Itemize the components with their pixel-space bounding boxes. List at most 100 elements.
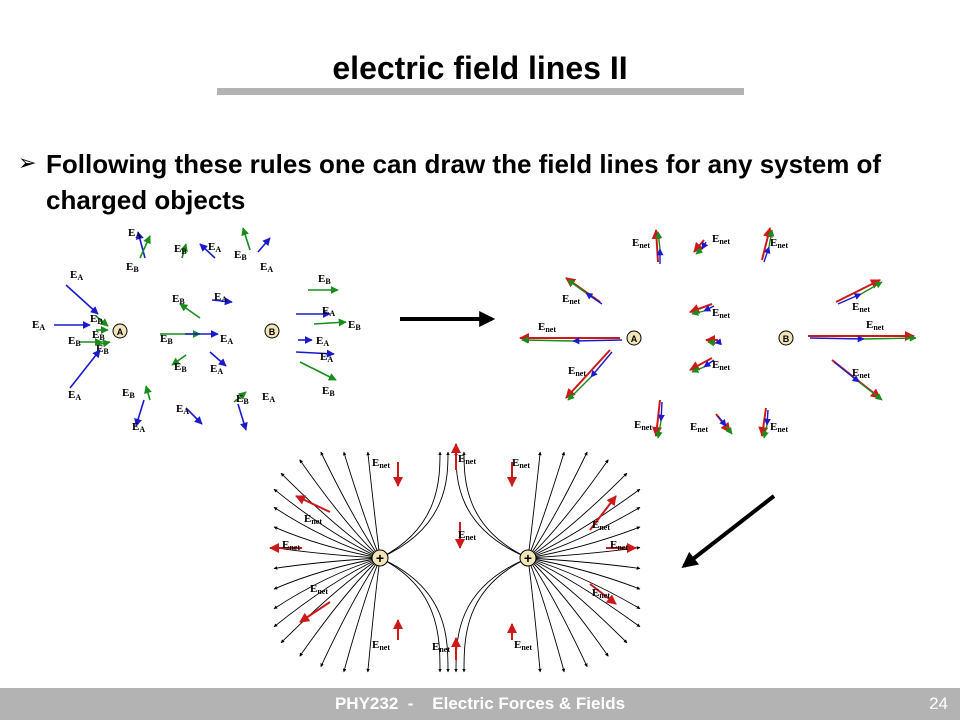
enet-arrow [295, 495, 331, 513]
ea-label: EA [128, 227, 141, 240]
eb-arrow [241, 227, 251, 251]
field-line [527, 557, 609, 657]
eb-label: EB [174, 361, 187, 374]
enet-label: Enet [282, 539, 300, 552]
charge-plus-left-circle [371, 549, 389, 567]
charge-b-circle [264, 323, 280, 339]
eb-arrow [95, 339, 111, 348]
enet-label: Enet [712, 359, 730, 372]
bullet-text: Following these rules one can draw the f… [46, 149, 882, 215]
ea-arrow [136, 231, 146, 259]
enet-label: Enet [538, 321, 556, 334]
footer-bar: PHY232 - Electric Forces & Fields 24 [0, 688, 960, 720]
field-line [527, 557, 641, 570]
enet-label: Enet [568, 365, 586, 378]
field-line [280, 557, 381, 644]
enet-label: Enet [592, 519, 610, 532]
ea-label: EA [32, 319, 45, 332]
enet-label: Enet [592, 587, 610, 600]
ea-label: EA [320, 351, 333, 364]
field-line [273, 557, 381, 610]
eb-component-arrow [762, 424, 769, 439]
ea-label: EA [70, 269, 83, 282]
enet-arrow [299, 601, 331, 623]
field-line [320, 451, 381, 559]
ea-component-arrow [714, 338, 722, 346]
eb-label: EB [90, 313, 103, 326]
charge-b-label: B [783, 334, 790, 344]
eb-component-arrow [695, 247, 704, 255]
field-line [280, 472, 381, 559]
field-line [366, 451, 381, 559]
ea-arrow [69, 349, 101, 389]
charge-plus-left: + [371, 549, 389, 567]
enet-label: Enet [304, 513, 322, 526]
enet-label: Enet [432, 641, 450, 654]
field-line [273, 506, 381, 559]
ea-component-arrow [809, 335, 865, 343]
field-line [527, 506, 641, 559]
ea-label: EA [208, 241, 221, 254]
eb-label: EB [92, 329, 105, 342]
footer-course-title: PHY232 - Electric Forces & Fields [334, 694, 626, 713]
field-line [273, 488, 381, 559]
enet-label: Enet [712, 307, 730, 320]
enet-label: Enet [610, 539, 628, 552]
field-line [527, 451, 566, 559]
eb-component-arrow [567, 376, 592, 401]
title-underline [217, 88, 744, 95]
eb-component-arrow [691, 366, 705, 373]
enet-arrow [589, 495, 617, 531]
eb-label: EB [236, 393, 249, 406]
eb-component-arrow [725, 425, 733, 435]
charge-plus-left-sign: + [376, 550, 384, 566]
charge-b: B [264, 323, 280, 339]
ea-arrow [211, 297, 233, 306]
charge-a: A [626, 330, 642, 346]
down-left-arrow [681, 494, 776, 568]
eb-label: EB [234, 249, 247, 262]
enet-label: Enet [310, 583, 328, 596]
ea-label: EA [176, 403, 189, 416]
ea-component-arrow [717, 415, 727, 427]
eb-label: EB [96, 343, 109, 356]
field-line [527, 557, 588, 668]
charge-plus-right-sign: + [524, 550, 532, 566]
ea-component-arrow [763, 409, 771, 426]
enet-arrow [835, 279, 881, 303]
eb-arrow [179, 303, 201, 319]
eb-arrow [95, 315, 109, 327]
enet-label: Enet [458, 529, 476, 542]
field-line [462, 557, 529, 673]
enet-label: Enet [770, 237, 788, 250]
ea-component-arrow [763, 246, 771, 263]
eb-arrow [299, 361, 337, 381]
ea-component-arrow [837, 293, 862, 305]
eb-component-arrow [567, 279, 587, 294]
field-line [342, 557, 381, 673]
charge-b: B [778, 330, 794, 346]
ea-arrow [134, 399, 145, 427]
eb-label: EB [174, 243, 187, 256]
field-line [462, 451, 529, 559]
field-line [299, 557, 381, 657]
enet-label: Enet [852, 301, 870, 314]
field-line [527, 472, 628, 559]
eb-component-arrow [655, 231, 663, 250]
enet-label: Enet [852, 367, 870, 380]
eb-component-arrow [767, 229, 775, 248]
field-line [320, 557, 381, 668]
enet-arrow [693, 239, 705, 253]
charge-a-label: A [631, 334, 638, 344]
field-line [527, 557, 641, 610]
ea-component-arrow [572, 337, 623, 345]
field-line [527, 451, 542, 559]
ea-arrow [209, 351, 227, 367]
enet-label: Enet [512, 457, 530, 470]
charge-a-label: A [117, 327, 124, 337]
charge-a: A [112, 323, 128, 339]
